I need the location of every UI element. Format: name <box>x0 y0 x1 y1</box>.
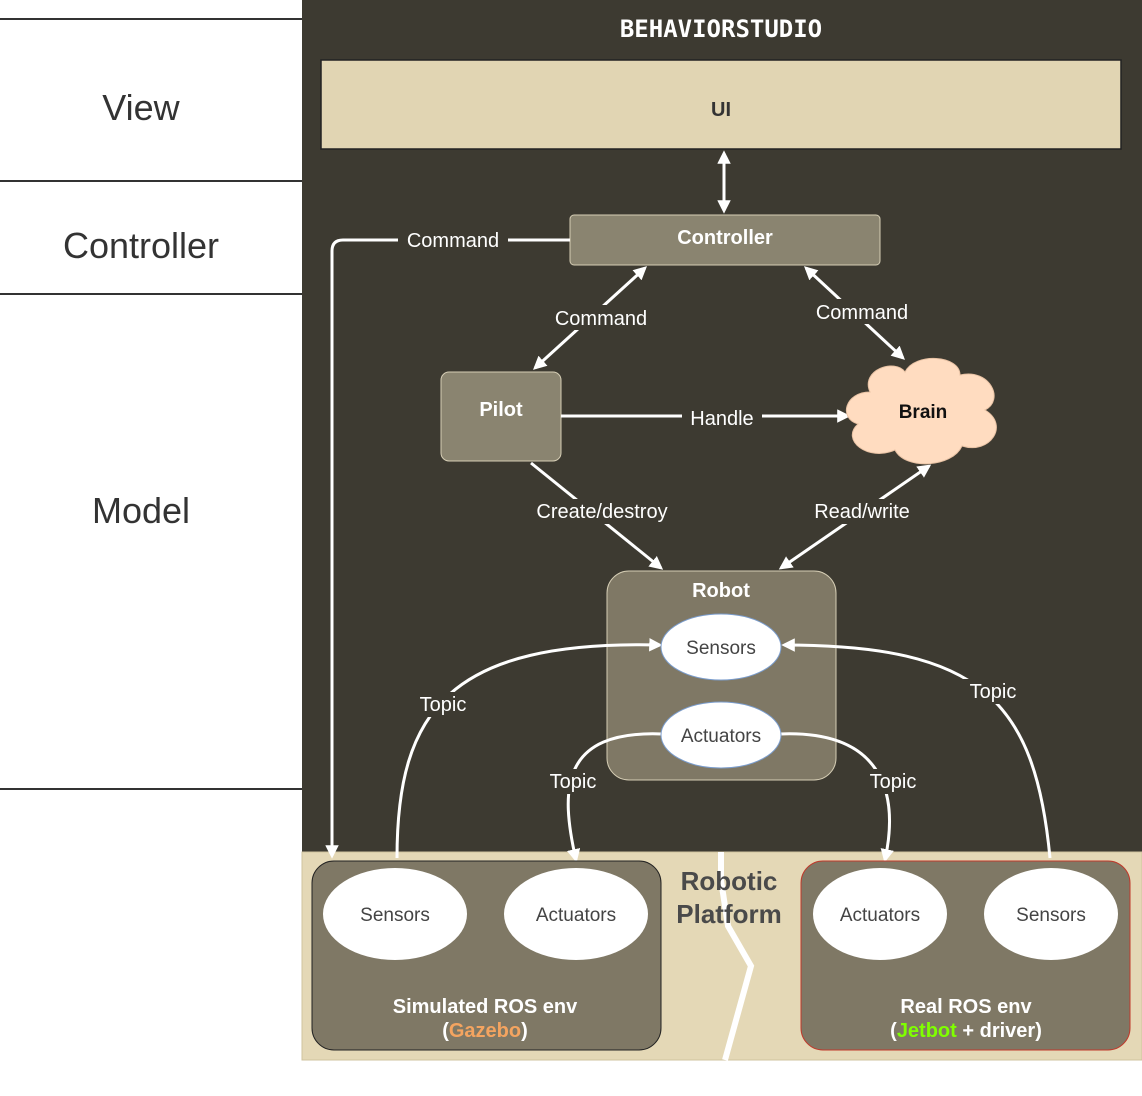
real-sensors-label: Sensors <box>1016 905 1086 926</box>
sim-actuators-label: Actuators <box>536 905 616 926</box>
layer-controller-label: Controller <box>63 225 219 266</box>
robot-sensors-label: Sensors <box>686 638 756 659</box>
platform-divider <box>718 852 755 1061</box>
pilot-label: Pilot <box>479 399 523 421</box>
real-env-sublabel: (Jetbot + driver) <box>890 1020 1042 1042</box>
topic-real-actuators-label: Topic <box>870 771 917 793</box>
topic-sim-sensors-label: Topic <box>420 694 467 716</box>
robot-sensors-node <box>660 613 782 681</box>
layer-model-label: Model <box>92 490 190 531</box>
label-bg <box>962 679 1024 704</box>
label-bg <box>542 769 604 794</box>
label-bg <box>412 692 474 717</box>
sim-sensors-label: Sensors <box>360 905 430 926</box>
command-to-platform-arrow <box>325 238 570 859</box>
platform-title-line2: Platform <box>676 899 781 929</box>
brain-label: Brain <box>899 402 948 423</box>
label-bg <box>551 305 651 330</box>
brain-cloud <box>846 358 997 465</box>
sim-env-sublabel: (Gazebo) <box>442 1020 528 1042</box>
sim-sensors-node <box>323 868 467 960</box>
label-bg <box>398 228 508 253</box>
robot-actuators-node <box>660 701 782 769</box>
robot-actuators-label: Actuators <box>681 726 761 747</box>
real-actuators-label: Actuators <box>840 905 920 926</box>
jetbot-highlight: Jetbot <box>897 1020 957 1042</box>
topic-real-sensors-label: Topic <box>970 681 1017 703</box>
app-title: BEHAVIORSTUDIO <box>620 15 822 43</box>
handle-label: Handle <box>690 408 753 430</box>
gazebo-highlight: Gazebo <box>449 1020 521 1042</box>
command-left-label: Command <box>407 230 499 252</box>
layer-view-label: View <box>102 87 180 128</box>
ui-box <box>320 59 1122 150</box>
label-bg <box>682 405 762 430</box>
controller-label: Controller <box>677 227 773 249</box>
real-sensors-node <box>984 868 1118 960</box>
label-bg <box>806 499 918 524</box>
ui-label: UI <box>711 99 731 121</box>
sim-actuators-node <box>504 868 648 960</box>
label-bg <box>862 769 924 794</box>
layer-labels: View Controller Model <box>0 18 302 790</box>
topic-sim-actuators-label: Topic <box>550 771 597 793</box>
sim-env-label: Simulated ROS env <box>393 996 578 1018</box>
robot-label: Robot <box>692 580 750 602</box>
label-bg <box>526 499 678 524</box>
label-bg <box>812 299 912 324</box>
platform-title-line1: Robotic <box>681 866 778 896</box>
command-pilot-label: Command <box>555 308 647 330</box>
command-brain-label: Command <box>816 302 908 324</box>
real-actuators-node <box>813 868 947 960</box>
create-destroy-label: Create/destroy <box>536 501 667 523</box>
real-env-label: Real ROS env <box>900 996 1032 1018</box>
read-write-label: Read/write <box>814 501 910 523</box>
